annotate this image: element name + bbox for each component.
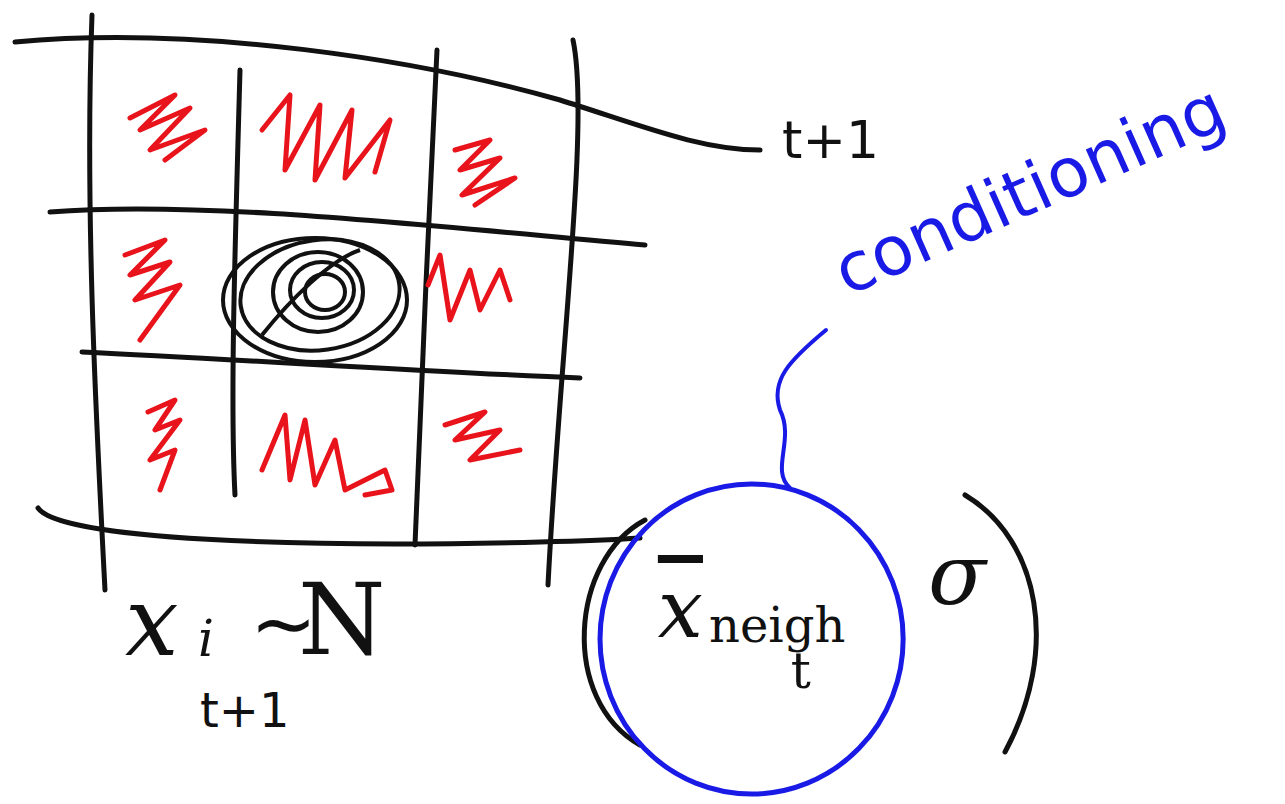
leader-line [777, 330, 826, 488]
red-scribble [428, 255, 510, 320]
red-scribble [455, 140, 515, 205]
red-scribble [445, 412, 520, 460]
red-scribble [262, 415, 392, 495]
condition-circle: xneight [596, 480, 907, 798]
grid-line [548, 40, 578, 585]
circle-outline [600, 484, 903, 794]
grid-line [82, 352, 580, 378]
red-scribble [125, 240, 180, 340]
time-label: t+1 [782, 112, 879, 169]
math-symbol: σ [928, 528, 986, 622]
red-scribble [148, 400, 180, 490]
red-scribble [130, 95, 205, 160]
grid-line [90, 15, 105, 590]
grid-line [233, 70, 240, 495]
math-symbol: N [298, 565, 386, 675]
red-scribble [262, 95, 390, 180]
math-subscript: t+1 [200, 684, 290, 737]
math-symbol: x [125, 570, 179, 675]
math-subscript: neigh [709, 599, 845, 652]
parentheses [584, 495, 1036, 752]
circled-cell [223, 229, 407, 362]
open-paren [584, 520, 645, 745]
annotation: conditioning [823, 71, 1237, 310]
math-symbol: x [658, 566, 703, 654]
grid-line [415, 50, 437, 545]
math-subscript: t [791, 644, 811, 699]
math-subscript: i [198, 612, 214, 667]
